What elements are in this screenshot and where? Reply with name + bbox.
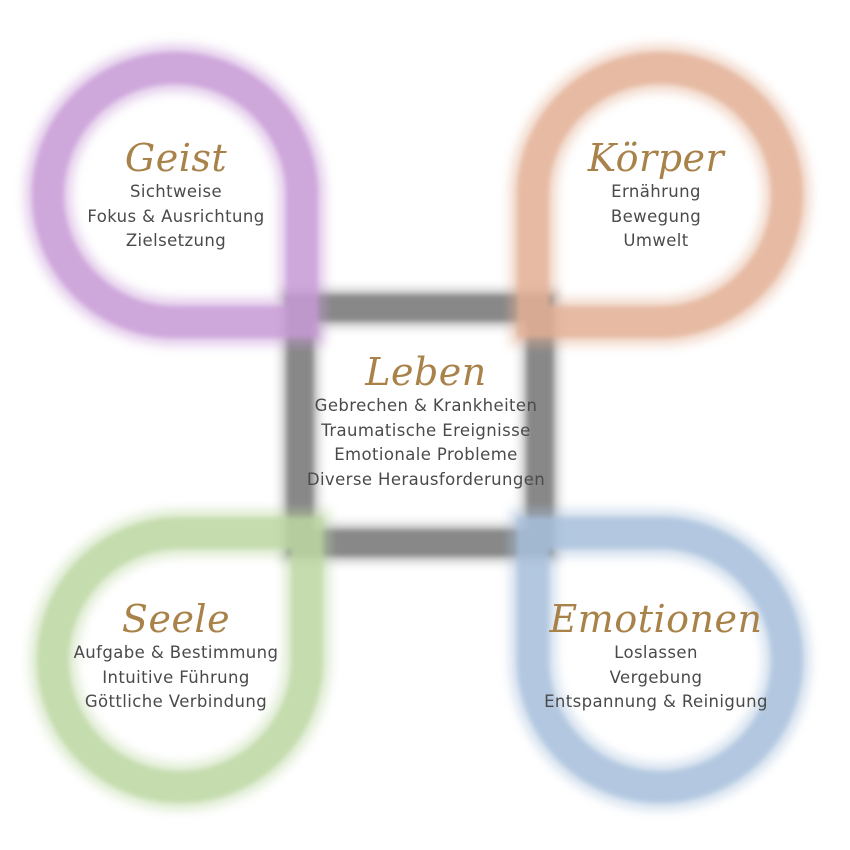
emotionen-title: Emotionen [549, 597, 763, 641]
seele-item-intuitive: Intuitive Führung [102, 667, 250, 687]
seele-title: Seele [121, 597, 231, 641]
seele-section: Seele Aufgabe & Bestimmung Intuitive Füh… [48, 597, 304, 715]
emotionen-section: Emotionen Loslassen Vergebung Entspannun… [503, 597, 809, 715]
seele-item-aufgabe: Aufgabe & Bestimmung [73, 643, 279, 662]
koerper-item-bewegung: Bewegung [610, 206, 702, 226]
emotionen-item-loslassen: Loslassen [614, 643, 698, 662]
geist-section: Geist Sichtweise Fokus & Ausrichtung Zie… [48, 136, 304, 254]
koerper-item-umwelt: Umwelt [623, 231, 689, 250]
koerper-item-ernaehrung: Ernährung [611, 182, 701, 201]
koerper-drop [509, 44, 811, 346]
geist-item-fokus: Fokus & Ausrichtung [87, 206, 265, 226]
leben-item-diverse: Diverse Herausforderungen [306, 469, 546, 489]
koerper-title: Körper [587, 136, 725, 180]
leben-item-traumatische: Traumatische Ereignisse [321, 420, 531, 440]
leben-item-emotionale: Emotionale Probleme [334, 445, 518, 464]
leben-square-frame [287, 295, 553, 556]
geist-title: Geist [124, 136, 228, 180]
geist-item-zielsetzung: Zielsetzung [125, 231, 227, 250]
koerper-section: Körper Ernährung Bewegung Umwelt [528, 136, 784, 254]
seele-drop-ring [37, 517, 323, 803]
geist-item-sichtweise: Sichtweise [129, 182, 223, 201]
leben-section: Leben Gebrechen & Krankheiten Traumatisc… [240, 350, 612, 492]
seele-item-goettliche: Göttliche Verbindung [84, 692, 268, 711]
geist-drop [24, 44, 326, 346]
leben-square [282, 290, 558, 561]
geist-drop-ring [32, 52, 318, 338]
seele-drop [29, 509, 331, 811]
emotionen-item-vergebung: Vergebung [609, 667, 703, 687]
leben-item-gebrechen: Gebrechen & Krankheiten [314, 396, 538, 415]
koerper-drop-ring [517, 52, 803, 338]
leben-title: Leben [365, 350, 487, 394]
emotionen-drop-ring [517, 517, 803, 803]
emotionen-item-entspannung: Entspannung & Reinigung [544, 692, 768, 711]
emotionen-drop [509, 509, 811, 811]
